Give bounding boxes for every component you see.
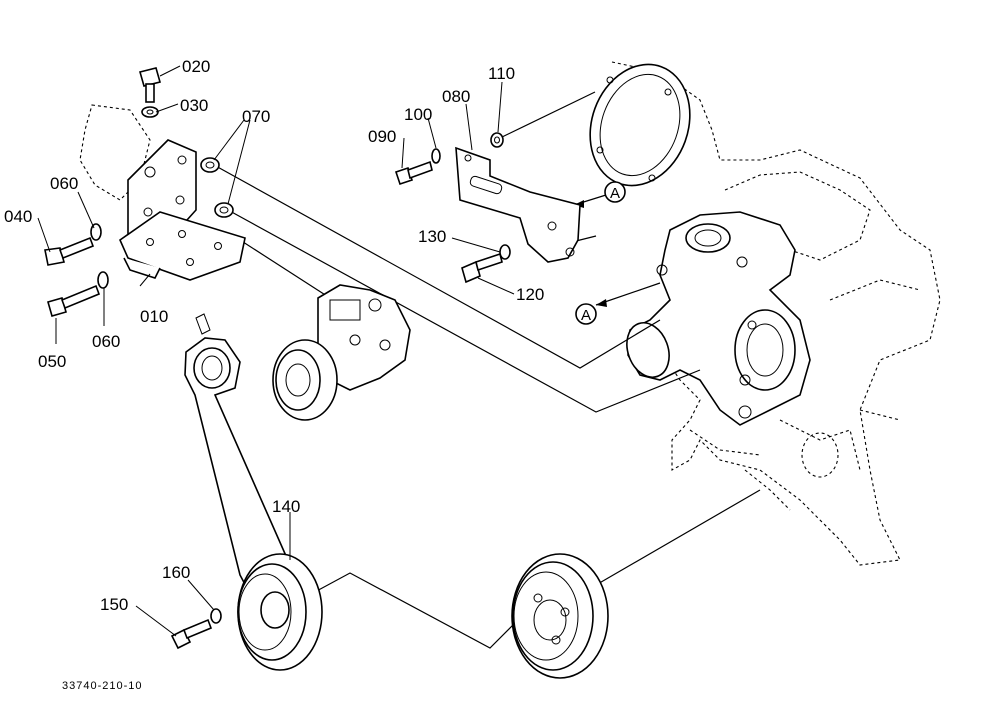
assembly-lines xyxy=(213,91,761,649)
circle-label-a-lower: A xyxy=(575,303,597,325)
label-050: 050 xyxy=(38,352,66,371)
bolt-040 xyxy=(44,236,95,266)
spacer-070-lower xyxy=(214,202,234,218)
label-160: 160 xyxy=(162,563,190,582)
washer-060-lower xyxy=(97,271,109,289)
label-010: 010 xyxy=(140,307,168,326)
label-080: 080 xyxy=(442,87,470,106)
label-100: 100 xyxy=(404,105,432,124)
engine-block xyxy=(611,61,941,566)
label-leaders xyxy=(37,65,515,637)
washer-100 xyxy=(431,148,441,164)
svg-text:A: A xyxy=(581,307,591,324)
label-030: 030 xyxy=(180,96,208,115)
svg-text:A: A xyxy=(610,185,620,202)
bolt-120 xyxy=(461,252,503,284)
bolt-110 xyxy=(490,132,504,148)
drive-belt xyxy=(184,313,291,591)
washer-030 xyxy=(141,106,159,118)
bolt-020 xyxy=(139,67,161,103)
bolt-150 xyxy=(170,618,213,650)
label-020: 020 xyxy=(182,57,210,76)
label-140: 140 xyxy=(272,497,300,516)
gasket-cover xyxy=(589,63,691,187)
ac-compressor xyxy=(272,284,411,421)
bracket-010 xyxy=(79,104,246,281)
washer-160 xyxy=(210,608,222,624)
bolt-090 xyxy=(394,160,433,186)
label-060-lower: 060 xyxy=(92,332,120,351)
label-150: 150 xyxy=(100,595,128,614)
circle-label-a-upper: A xyxy=(604,181,626,203)
water-pump-housing xyxy=(626,211,811,426)
bolt-050 xyxy=(47,284,101,317)
label-110: 110 xyxy=(488,64,515,83)
label-070: 070 xyxy=(242,107,270,126)
pulley-140 xyxy=(237,553,323,671)
spacer-070-upper xyxy=(200,157,220,173)
crank-pulley xyxy=(511,553,609,679)
label-040: 040 xyxy=(4,207,32,226)
label-060-upper: 060 xyxy=(50,174,78,193)
label-090: 090 xyxy=(368,127,396,146)
label-130: 130 xyxy=(418,227,446,246)
washer-060-upper xyxy=(90,223,102,241)
drawing-code: 33740-210-10 xyxy=(62,680,143,692)
bracket-080 xyxy=(455,146,581,263)
label-120: 120 xyxy=(516,285,544,304)
washer-130 xyxy=(499,244,511,260)
